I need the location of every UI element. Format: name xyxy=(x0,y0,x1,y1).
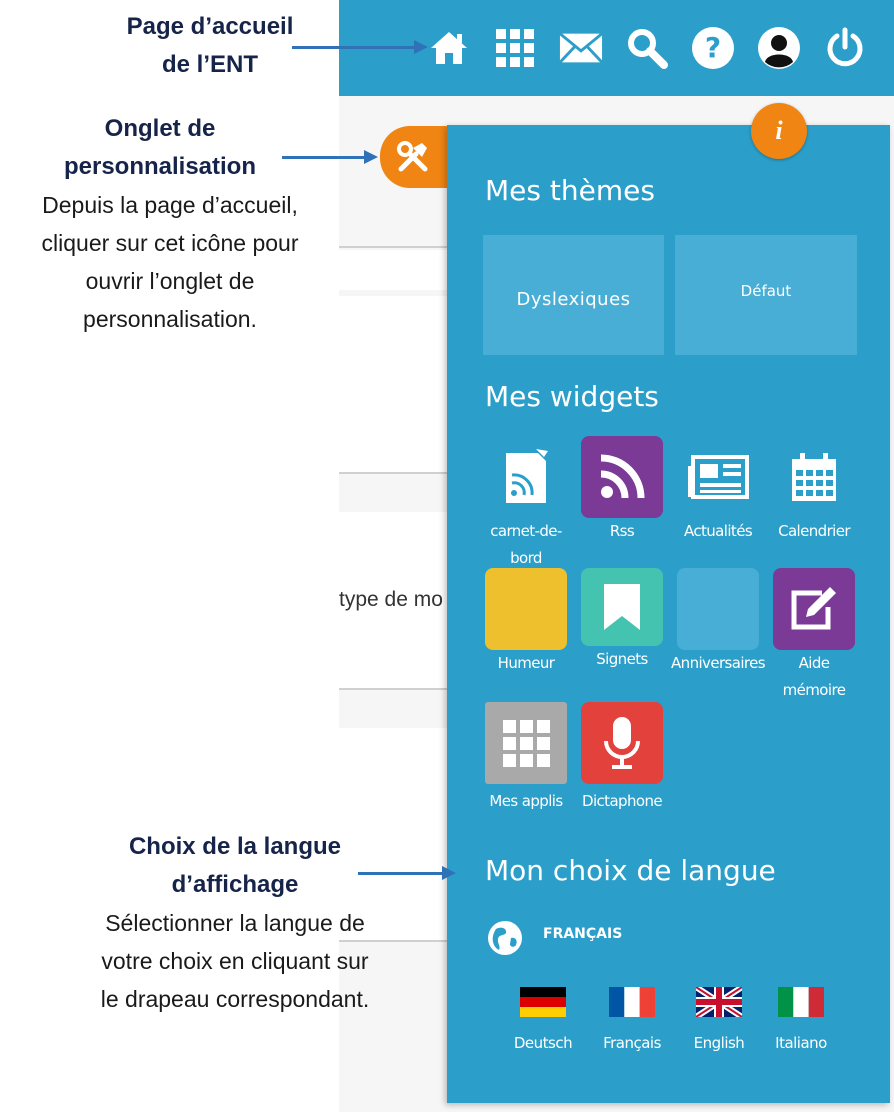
annotation-text: votre choix en cliquant sur xyxy=(101,948,369,974)
widget-dictaphone[interactable]: Dictaphone xyxy=(576,702,668,815)
annotation-text: cliquer sur cet icône pour xyxy=(41,230,299,256)
arrow-to-personalization-tab xyxy=(282,150,378,164)
annotation-title: de l’ENT xyxy=(161,51,258,78)
language-option-italiano[interactable]: Italiano xyxy=(775,1034,827,1052)
widget-label: Anniversaires xyxy=(671,654,766,672)
annotation-text: Sélectionner la langue de xyxy=(105,910,365,936)
help-icon[interactable]: ? xyxy=(691,26,735,70)
power-icon[interactable] xyxy=(823,26,867,70)
newspaper-icon xyxy=(677,436,759,518)
annotation-personalization: Onglet de personnalisation Depuis la pag… xyxy=(0,110,340,338)
personalization-tab[interactable] xyxy=(380,126,460,188)
widget-label: Actualités xyxy=(683,522,753,540)
annotation-text: Depuis la page d’accueil, xyxy=(42,192,298,218)
flag-it-icon[interactable] xyxy=(778,987,824,1017)
home-icon[interactable] xyxy=(427,26,471,70)
annotation-title: Onglet de xyxy=(104,115,216,142)
widget-carnet-de-bord[interactable]: carnet-de-bord xyxy=(480,436,572,572)
widget-label: Aide mémoire xyxy=(782,654,846,699)
language-title: Mon choix de langue xyxy=(485,854,776,887)
widget-actualites[interactable]: Actualités xyxy=(672,436,764,545)
annotation-title: personnalisation xyxy=(63,153,257,180)
language-option-deutsch[interactable]: Deutsch xyxy=(513,1034,573,1052)
language-option-english[interactable]: English xyxy=(693,1034,745,1052)
themes-title: Mes thèmes xyxy=(485,174,655,207)
info-icon[interactable]: i xyxy=(751,103,807,159)
search-icon[interactable] xyxy=(625,26,669,70)
annotation-title: Choix de la langue xyxy=(128,833,342,860)
widget-rss[interactable]: Rss xyxy=(576,436,668,545)
flag-gb-icon[interactable] xyxy=(696,987,742,1017)
theme-label: Dyslexiques xyxy=(516,288,631,310)
mail-icon[interactable] xyxy=(559,26,603,70)
current-language-label: FRANÇAIS xyxy=(543,926,623,942)
widget-label: Signets xyxy=(596,650,648,668)
rss-icon xyxy=(581,436,663,518)
annotation-title: d’affichage xyxy=(171,871,299,898)
annotation-home: Page d’accueil de l’ENT xyxy=(80,8,340,84)
notebook-icon xyxy=(485,436,567,518)
annotation-text: ouvrir l’onglet de xyxy=(85,268,255,294)
theme-default[interactable]: Défaut xyxy=(675,235,857,355)
background-text: type de mo xyxy=(339,588,443,611)
annotation-language: Choix de la langue d’affichage Sélection… xyxy=(70,828,400,1018)
widget-label: Calendrier xyxy=(778,522,850,540)
apps-grid-icon xyxy=(485,702,567,784)
arrow-to-language xyxy=(358,866,456,880)
calendar-icon xyxy=(773,436,855,518)
microphone-icon xyxy=(581,702,663,784)
background-divider xyxy=(339,940,459,942)
flag-fr-icon[interactable] xyxy=(609,987,655,1017)
current-language: FRANÇAIS xyxy=(487,920,622,956)
background-block xyxy=(339,296,449,472)
flag-de-icon[interactable] xyxy=(520,987,566,1017)
mood-icon xyxy=(485,568,567,650)
widget-humeur[interactable]: Humeur xyxy=(480,568,572,677)
widget-signets[interactable]: Signets xyxy=(576,568,668,673)
annotation-title: Page d’accueil xyxy=(126,13,294,40)
globe-icon xyxy=(488,921,522,955)
widget-mes-applis[interactable]: Mes applis xyxy=(480,702,572,815)
widget-anniversaires[interactable]: Anniversaires xyxy=(671,568,766,677)
widget-label: Dictaphone xyxy=(582,792,663,810)
annotation-text: personnalisation. xyxy=(83,306,257,332)
edit-note-icon xyxy=(773,568,855,650)
background-block xyxy=(339,512,449,688)
language-option-francais[interactable]: Français xyxy=(603,1034,661,1052)
theme-label: Défaut xyxy=(740,282,792,300)
apps-grid-icon[interactable] xyxy=(493,26,537,70)
widget-calendrier[interactable]: Calendrier xyxy=(768,436,860,545)
background-divider xyxy=(339,246,459,248)
birthday-icon xyxy=(677,568,759,650)
tools-icon xyxy=(397,141,428,172)
user-icon[interactable] xyxy=(757,26,801,70)
bookmark-icon xyxy=(581,568,663,646)
widget-label: carnet-de-bord xyxy=(490,522,562,567)
background-block xyxy=(339,250,449,290)
background-divider xyxy=(339,472,459,474)
widget-aide-memoire[interactable]: Aide mémoire xyxy=(768,568,860,704)
widgets-title: Mes widgets xyxy=(485,380,659,413)
widget-label: Humeur xyxy=(497,654,555,672)
arrow-to-home xyxy=(292,40,428,54)
background-divider xyxy=(339,688,459,690)
widget-label: Mes applis xyxy=(489,792,563,810)
top-navigation-bar: ? xyxy=(339,0,894,96)
widget-label: Rss xyxy=(609,522,635,540)
theme-dyslexic[interactable]: Dyslexiques xyxy=(483,235,664,355)
background-block xyxy=(339,728,449,940)
svg-text:?: ? xyxy=(705,31,721,64)
annotation-text: le drapeau correspondant. xyxy=(100,986,370,1012)
